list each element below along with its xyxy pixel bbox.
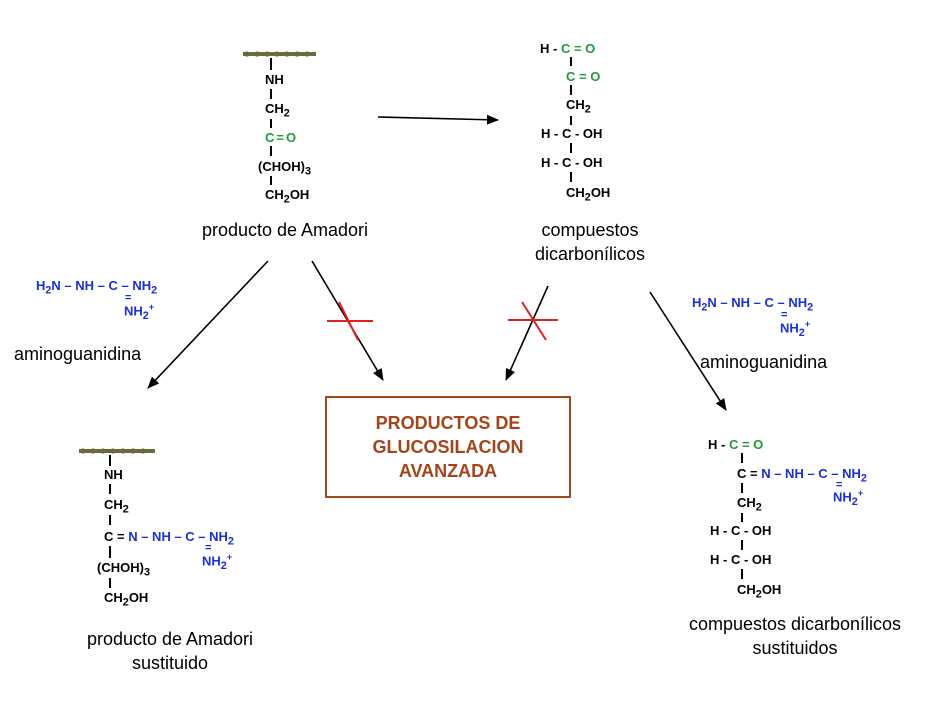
substituted-amadori-label: producto de Amadori sustituido bbox=[86, 629, 254, 673]
age-line-2: GLUCOSILACION bbox=[372, 437, 524, 457]
amadori-ch2: CH2 bbox=[265, 101, 290, 120]
amadori-carbonyl: C=O bbox=[265, 130, 297, 145]
blocked-cross-left bbox=[327, 301, 373, 341]
arrow-dicarbonyl-to-substituted bbox=[649, 291, 727, 411]
protein-chain-bottom bbox=[79, 448, 155, 454]
amadori-label: producto de Amadori bbox=[201, 220, 369, 240]
amadori-chohn: (CHOH)3 bbox=[258, 159, 311, 178]
dicarbonyl-label: compuestos dicarbonílicos bbox=[534, 220, 646, 264]
amadori-ch2oh: CH2OH bbox=[265, 187, 310, 206]
age-line-1: PRODUCTOS DE bbox=[375, 413, 521, 433]
blocked-cross-right bbox=[508, 301, 558, 341]
arrow-amadori-to-dicarbonyl bbox=[377, 114, 499, 125]
arrow-dicarbonyl-to-age bbox=[505, 285, 549, 381]
arrow-amadori-to-substituted bbox=[147, 260, 269, 389]
aminoguanidine-label-left: aminoguanidina bbox=[14, 344, 142, 364]
age-line-3: AVANZADA bbox=[398, 461, 498, 481]
age-products-box: PRODUCTOS DE GLUCOSILACION AVANZADA bbox=[325, 396, 571, 498]
substituted-dicarbonyl-label: compuestos dicarbonílicos sustituidos bbox=[688, 614, 902, 658]
protein-chain-top bbox=[243, 51, 316, 57]
amadori-nh: NH bbox=[265, 72, 284, 87]
aminoguanidine-label-right: aminoguanidina bbox=[700, 352, 828, 372]
